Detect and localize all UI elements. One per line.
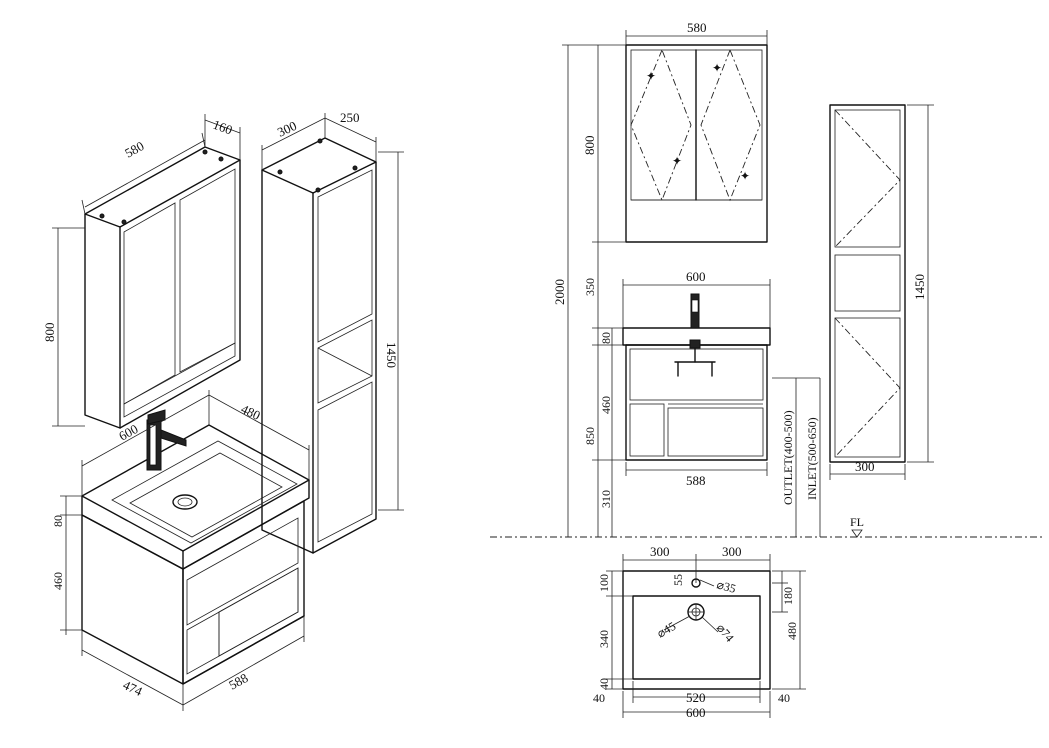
iso-vanity xyxy=(81,424,310,685)
plan-tap-offset-label: 55 xyxy=(671,574,685,586)
iso-column-height-label: 1450 xyxy=(384,342,399,368)
plan-right-half-label: 300 xyxy=(722,544,742,559)
plan-outer-width-label: 600 xyxy=(686,705,706,720)
sparkle-icon: ✦ xyxy=(740,169,750,183)
sparkle-icon: ✦ xyxy=(712,61,722,75)
front-total-height-label: 2000 xyxy=(552,279,567,305)
iso-column-width-label: 300 xyxy=(275,118,299,140)
plan-bottom-margin-label: 40 xyxy=(597,678,611,690)
floor-line: FL xyxy=(490,515,1045,538)
plan-inner-width-label: 520 xyxy=(686,690,706,705)
front-floor-gap-label: 310 xyxy=(599,490,613,508)
sparkle-icon: ✦ xyxy=(646,69,656,83)
iso-vanity-top-label: 80 xyxy=(51,515,65,527)
front-mirror-width-label: 580 xyxy=(687,20,707,35)
iso-mirror-depth-label: 160 xyxy=(211,117,234,138)
iso-column-cabinet xyxy=(261,137,377,554)
iso-vanity-depth-label: 480 xyxy=(239,401,263,423)
iso-vanity-side-label: 474 xyxy=(121,677,145,699)
plan-left-margin-label: 40 xyxy=(593,691,605,705)
front-vanity-width-label: 600 xyxy=(686,269,706,284)
front-stack-dimensions: 2000 350 80 460 850 310 xyxy=(552,44,626,537)
sparkle-icon: ✦ xyxy=(672,154,682,168)
plan-right-margin-label: 40 xyxy=(778,691,790,705)
plan-total-depth-label: 480 xyxy=(785,622,799,640)
plan-basin-depth-label: 340 xyxy=(597,630,611,648)
side-height-label: 1450 xyxy=(912,274,927,300)
side-elevation: 1450 300 xyxy=(829,104,934,480)
iso-vanity-body-label: 460 xyxy=(51,572,65,590)
front-pipe-dimensions: OUTLET(400-500) INLET(500-650) xyxy=(772,377,821,537)
front-cabinet-width-label: 588 xyxy=(686,473,706,488)
plan-tap-to-drain-label: 180 xyxy=(781,587,795,605)
iso-mirror-width-label: 580 xyxy=(122,138,146,161)
plan-drain-outer-label: ⌀74 xyxy=(714,621,737,645)
plan-left-half-label: 300 xyxy=(650,544,670,559)
iso-mirror-cabinet xyxy=(84,146,241,429)
front-mirror-cabinet: ✦ ✦ ✦ ✦ xyxy=(625,44,768,243)
front-inlet-label: INLET(500-650) xyxy=(805,417,819,500)
iso-column-depth-label: 250 xyxy=(340,110,360,125)
plan-view: 300 300 55 ⌀35 ⌀45 ⌀74 100 340 40 180 48… xyxy=(593,544,806,720)
front-cabinet-height-label: 460 xyxy=(599,396,613,414)
front-faucet xyxy=(674,293,716,377)
plan-drain-label: ⌀45 xyxy=(655,619,679,641)
iso-mirror-height-label: 800 xyxy=(42,323,57,343)
front-top-thickness-label: 80 xyxy=(599,332,613,344)
front-vanity-height-label: 850 xyxy=(583,427,597,445)
front-vanity: 600 588 xyxy=(622,269,771,488)
front-mirror-dimensions: 580 800 xyxy=(582,20,768,243)
iso-faucet xyxy=(146,409,187,471)
iso-column-dimensions: 300 250 1450 xyxy=(261,110,404,511)
iso-mirror-dimensions: 580 160 800 xyxy=(42,114,241,427)
isometric-view: 580 160 800 xyxy=(42,110,404,711)
plan-top-margin-label: 100 xyxy=(597,574,611,592)
iso-vanity-bottom-label: 588 xyxy=(226,670,250,693)
iso-vanity-dimensions: 600 480 80 460 474 588 xyxy=(51,390,310,711)
front-gap-label: 350 xyxy=(583,278,597,296)
front-elevation: ✦ ✦ ✦ ✦ 580 800 2000 350 80 46 xyxy=(490,20,1045,538)
side-width-label: 300 xyxy=(855,459,875,474)
floor-label: FL xyxy=(850,515,864,529)
front-outlet-label: OUTLET(400-500) xyxy=(781,410,795,505)
plan-tap-hole-label: ⌀35 xyxy=(715,577,737,596)
front-mirror-height-label: 800 xyxy=(582,136,597,156)
